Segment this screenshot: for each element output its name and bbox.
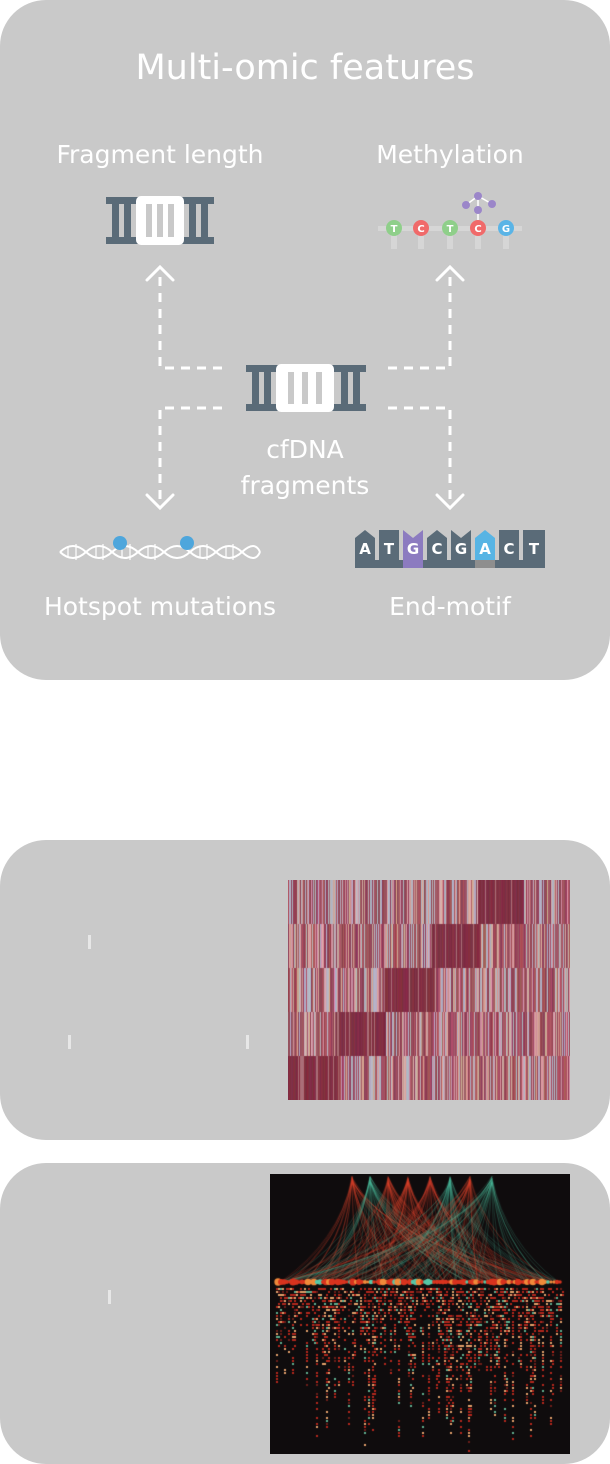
cfdna-label-line2: fragments (240, 471, 370, 500)
fragment-length-dna-icon (106, 196, 214, 245)
arrow-down-icon-right (435, 493, 465, 511)
methyl-base-5: G (502, 224, 510, 235)
arrow-up-icon-right (435, 264, 465, 282)
arrow-down-icon-left (145, 493, 175, 511)
cfdna-fragment-icon (246, 364, 366, 412)
motif-base-8: T (529, 540, 540, 558)
mutation-dot-2 (180, 536, 194, 550)
motif-base-5: G (455, 540, 467, 558)
end-motif-icon: A T G C G A C T (355, 530, 545, 568)
hotspot-mutations-label: Hotspot mutations (43, 592, 277, 621)
end-motif-label: End-motif (389, 592, 511, 621)
methyl-base-1: T (391, 224, 398, 235)
faint-mark (246, 1035, 249, 1049)
motif-base-3: G (407, 540, 419, 558)
mutation-dot-1 (113, 536, 127, 550)
dashed-connectors (158, 275, 452, 500)
motif-base-4: C (431, 540, 442, 558)
arrow-up-icon-left (145, 264, 175, 282)
methyl-base-2: C (417, 224, 424, 235)
methyl-base-4: C (474, 224, 481, 235)
fragment-length-label: Fragment length (56, 140, 264, 169)
panel-title: Multi-omic features (135, 48, 475, 88)
motif-base-2: T (384, 540, 395, 558)
methyl-base-3: T (447, 224, 454, 235)
methylation-label: Methylation (376, 140, 524, 169)
faint-mark (88, 935, 91, 949)
heatmap-image (288, 880, 570, 1100)
methylation-icon: T C T C G (378, 192, 522, 249)
arrowheads (145, 264, 465, 511)
motif-base-1: A (359, 540, 371, 558)
diagram-graphics: T C T C G (59, 192, 545, 568)
faint-mark (68, 1035, 71, 1049)
cfdna-label-line1: cfDNA (266, 435, 344, 464)
hotspot-mutation-helix-icon (59, 544, 261, 560)
motif-base-6: A (479, 540, 491, 558)
network-image (270, 1174, 570, 1454)
cfdna-fragments-label: cfDNA fragments (205, 432, 405, 504)
faint-mark (108, 1290, 111, 1304)
motif-base-7: C (503, 540, 514, 558)
